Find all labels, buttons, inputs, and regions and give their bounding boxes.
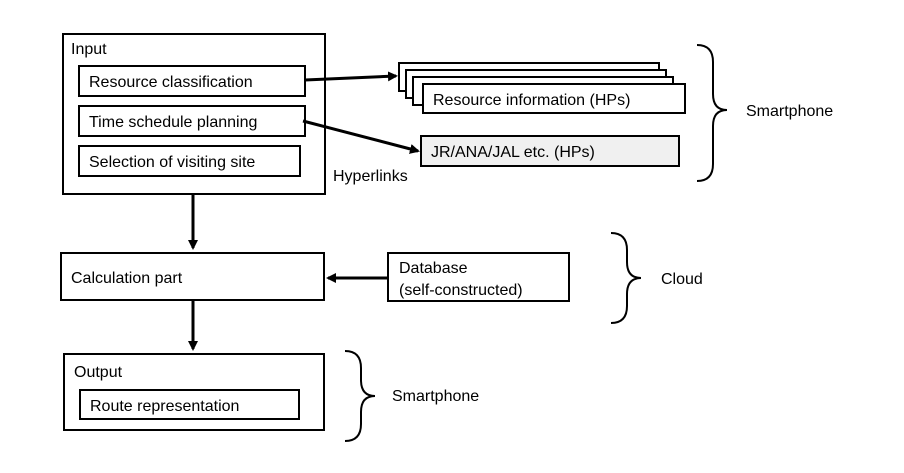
hyperlinks-label: Hyperlinks: [333, 168, 408, 185]
time-schedule-planning-label: Time schedule planning: [89, 114, 257, 131]
smartphone-bottom-label: Smartphone: [392, 388, 479, 405]
input-group: Input Resource classification Time sched…: [62, 33, 326, 195]
arrow-to-resource-information: [304, 71, 398, 82]
database-sublabel: (self-constructed): [399, 282, 523, 299]
transport-info-box: [420, 135, 680, 167]
calculation-part-box: [60, 252, 325, 301]
resource-information-label: Resource information (HPs): [433, 92, 630, 109]
selection-of-visiting-site-label: Selection of visiting site: [89, 154, 255, 171]
cloud-label: Cloud: [661, 271, 703, 288]
resource-classification-box: [78, 65, 306, 97]
arrow-to-transport-info: [302, 119, 420, 154]
route-representation-label: Route representation: [90, 398, 239, 415]
resource-classification-label: Resource classification: [89, 74, 253, 91]
output-group: Output Route representation: [63, 353, 325, 431]
smartphone-top-label: Smartphone: [746, 103, 833, 120]
resource-information-stack: Resource information (HPs): [398, 62, 686, 114]
selection-of-visiting-site-box: [78, 145, 301, 177]
transport-info-label: JR/ANA/JAL etc. (HPs): [431, 144, 595, 161]
smartphone-top-brace-icon: [696, 44, 728, 182]
route-representation-box: [79, 389, 300, 420]
cloud-brace-icon: [610, 232, 642, 324]
smartphone-bottom-brace-icon: [344, 350, 376, 442]
output-title: Output: [74, 364, 123, 381]
input-title: Input: [71, 41, 107, 58]
calculation-part-label: Calculation part: [71, 270, 183, 287]
time-schedule-planning-box: [78, 105, 306, 137]
resource-information-box: [422, 83, 686, 114]
database-label: Database: [399, 260, 468, 277]
